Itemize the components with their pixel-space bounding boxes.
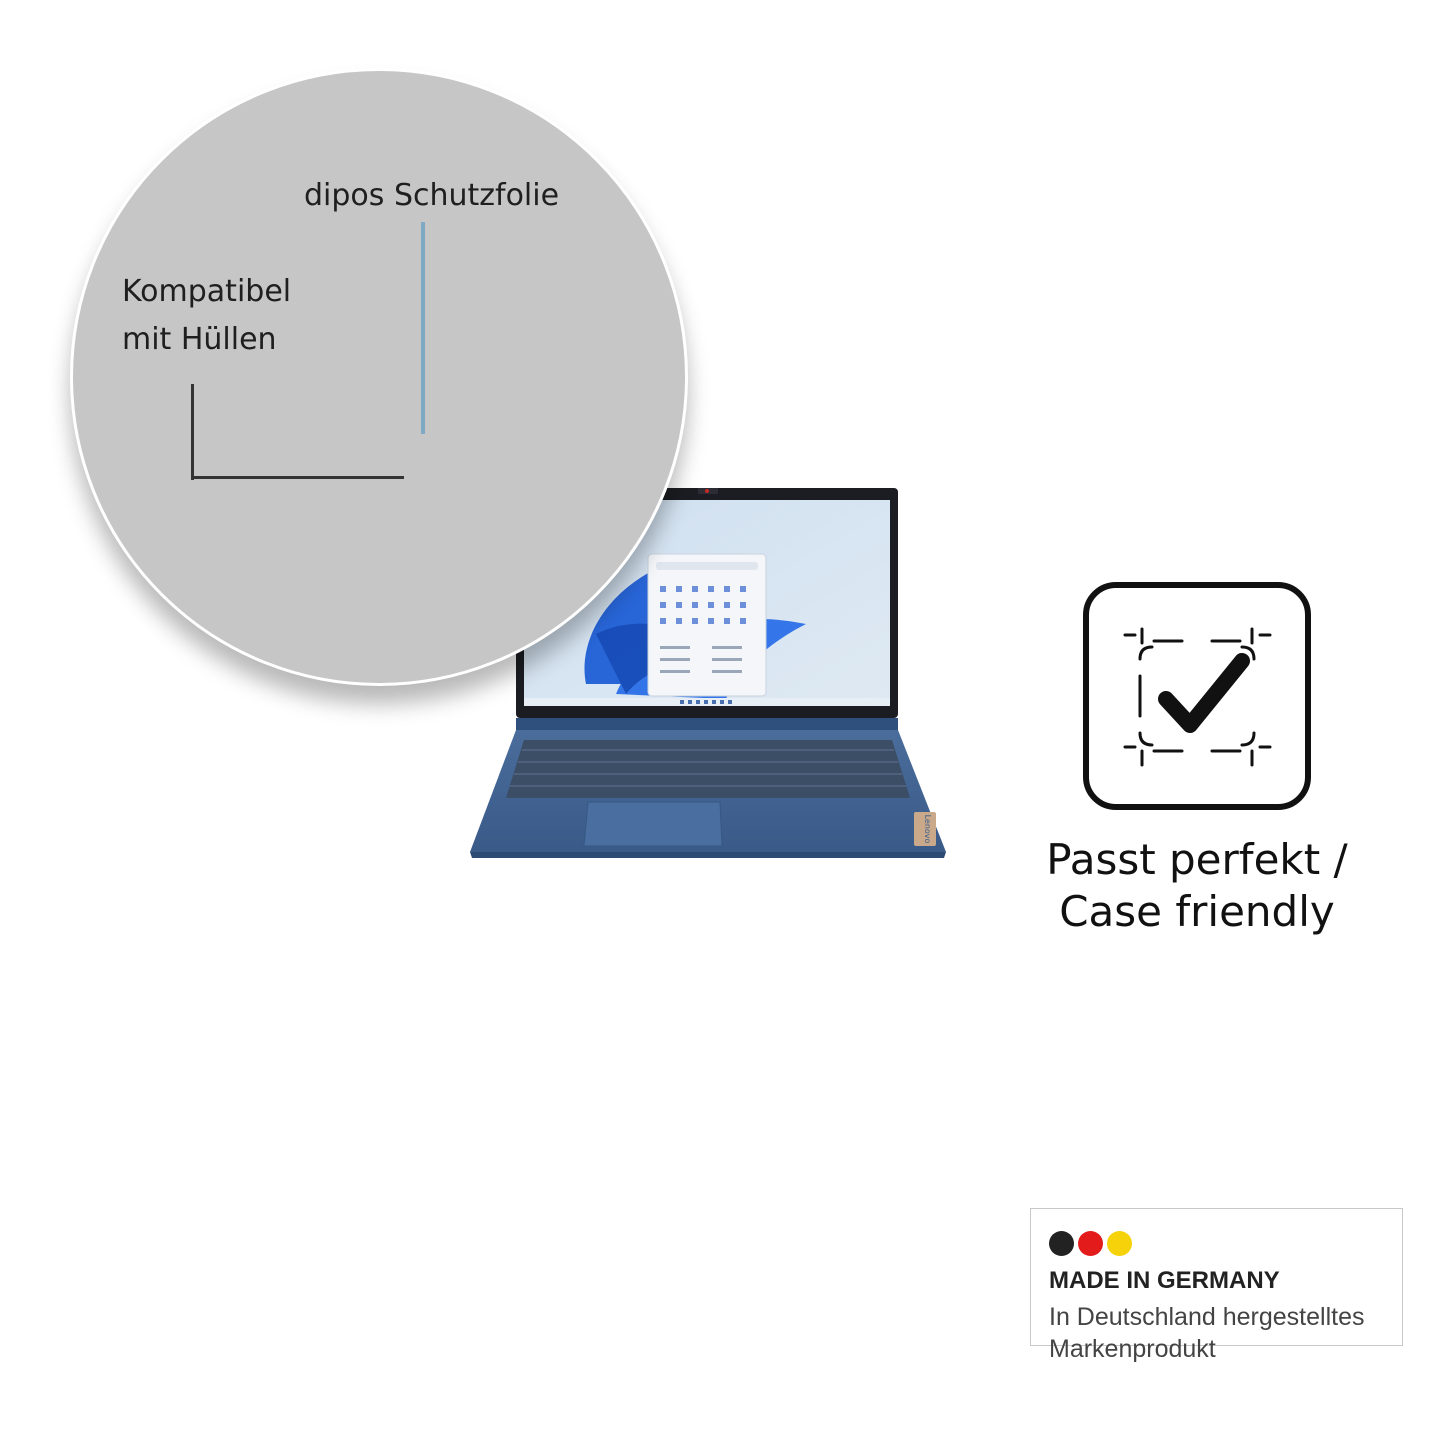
flag-dot-black — [1049, 1231, 1074, 1256]
case-caption-line2: Case friendly — [1059, 887, 1335, 936]
callout-circle — [70, 68, 688, 686]
foil-label: dipos Schutzfolie — [304, 178, 560, 213]
flag-dot-red — [1078, 1231, 1103, 1256]
german-flag-dots — [1049, 1231, 1132, 1256]
case-caption-line1: Passt perfekt / — [1046, 835, 1348, 884]
case-fit-check-icon — [1083, 582, 1311, 810]
compat-corner-line-vertical — [191, 384, 194, 480]
badge-subtitle: In Deutschland hergestelltes Markenprodu… — [1049, 1301, 1399, 1365]
badge-title: MADE IN GERMANY — [1049, 1267, 1280, 1294]
compat-label-line2: mit Hüllen — [122, 322, 277, 357]
foil-leader-line — [421, 222, 425, 434]
made-in-germany-badge: MADE IN GERMANY In Deutschland hergestel… — [1030, 1208, 1403, 1363]
svg-text:Lenovo: Lenovo — [923, 815, 932, 844]
case-friendly-caption: Passt perfekt / Case friendly — [1020, 834, 1374, 938]
flag-dot-gold — [1107, 1231, 1132, 1256]
badge-subtitle-line2: Markenprodukt — [1049, 1335, 1216, 1363]
compat-label: Kompatibel mit Hüllen — [122, 268, 291, 364]
compat-label-line1: Kompatibel — [122, 274, 292, 309]
compat-corner-line-horizontal — [191, 476, 404, 479]
badge-subtitle-line1: In Deutschland hergestelltes — [1049, 1303, 1365, 1331]
